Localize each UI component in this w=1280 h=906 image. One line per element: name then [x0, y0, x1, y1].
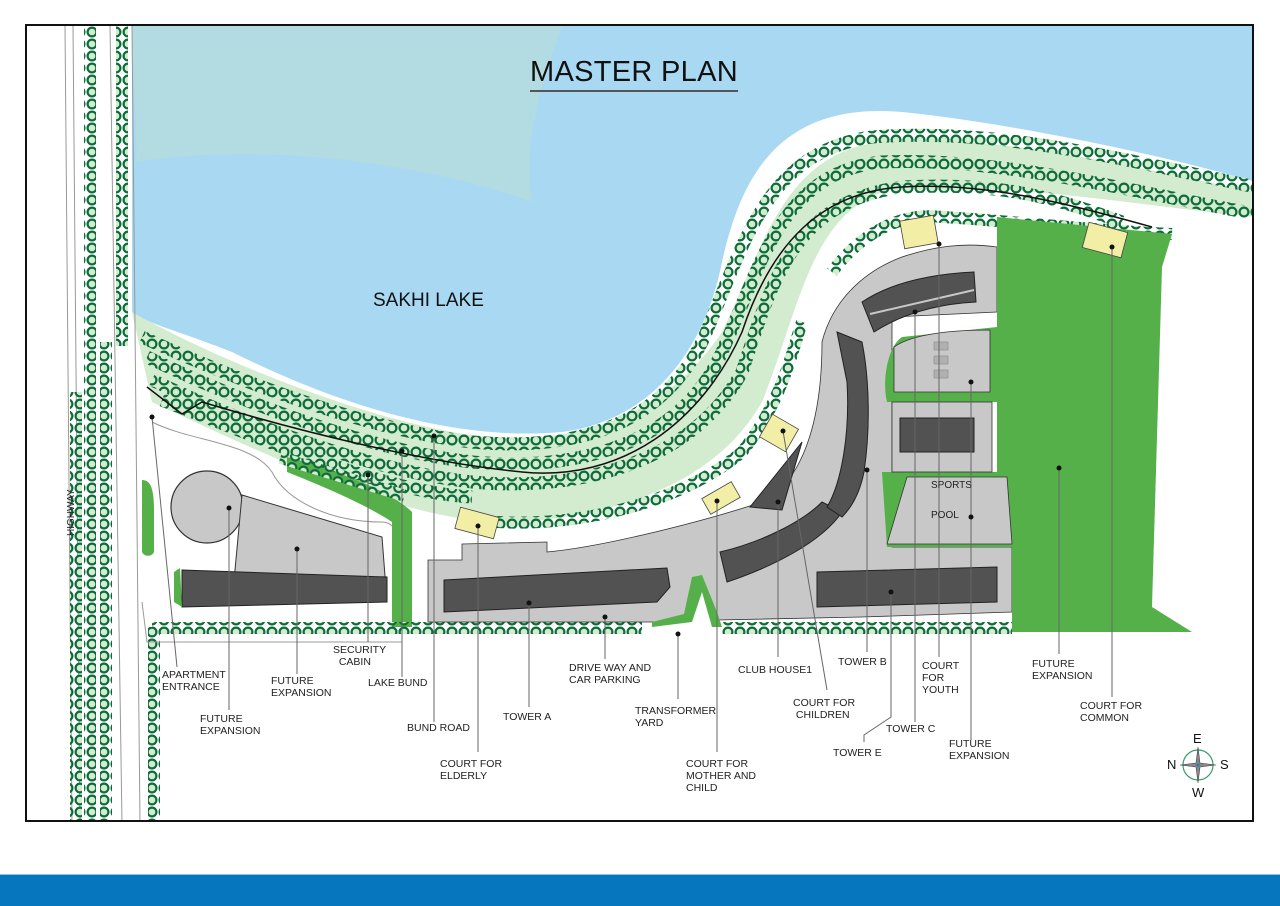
- compass-rose: E N S W: [1165, 731, 1231, 800]
- callout-drive-way: DRIVE WAY AND CAR PARKING: [569, 662, 652, 686]
- compass-left-label: N: [1167, 757, 1177, 772]
- callout-future-expansion-1: FUTURE EXPANSION: [200, 713, 261, 737]
- callout-transformer-yard: TRANSFORMER YARD: [635, 705, 717, 729]
- lake-label: SAKHI LAKE: [373, 290, 484, 311]
- callout-security-cabin: SECURITY CABIN: [333, 644, 387, 668]
- compass-top-label: E: [1193, 731, 1202, 746]
- callout-future-expansion-4: FUTURE EXPANSION: [1032, 658, 1093, 682]
- callout-club-house: CLUB HOUSE1: [738, 664, 813, 676]
- pool-label: POOL: [931, 510, 959, 521]
- callout-court-elderly: COURT FOR ELDERLY: [440, 758, 503, 782]
- callout-court-mother-child: COURT FOR MOTHER AND CHILD: [686, 758, 757, 794]
- master-plan-frame: [25, 24, 1254, 822]
- callout-tower-e: TOWER E: [833, 747, 882, 759]
- callout-tower-a: TOWER A: [503, 711, 552, 723]
- site-plan-map: [64, 26, 1252, 820]
- callout-apartment-entrance: APARTMENT ENTRANCE: [162, 669, 226, 693]
- compass-right-label: S: [1220, 757, 1229, 772]
- sports-label: SPORTS: [931, 480, 972, 491]
- callout-court-children: COURT FOR CHILDREN: [793, 697, 856, 721]
- highway-label: HIGHWAY: [66, 489, 77, 536]
- callout-tower-b: TOWER B: [838, 656, 887, 668]
- compass-icon: [1179, 746, 1217, 784]
- compass-bottom-label: W: [1192, 785, 1205, 800]
- footer-bar: [0, 874, 1280, 906]
- page-title: MASTER PLAN: [530, 56, 738, 92]
- callout-court-youth: COURT FOR YOUTH: [922, 660, 960, 696]
- callout-court-common: COURT FOR COMMON: [1080, 700, 1143, 724]
- callout-future-expansion-3: FUTURE EXPANSION: [949, 738, 1010, 762]
- callout-bund-road: BUND ROAD: [407, 722, 471, 734]
- callout-tower-c: TOWER C: [886, 723, 936, 735]
- callout-future-expansion-2: FUTURE EXPANSION: [271, 675, 332, 699]
- callout-lake-bund: LAKE BUND: [368, 677, 428, 689]
